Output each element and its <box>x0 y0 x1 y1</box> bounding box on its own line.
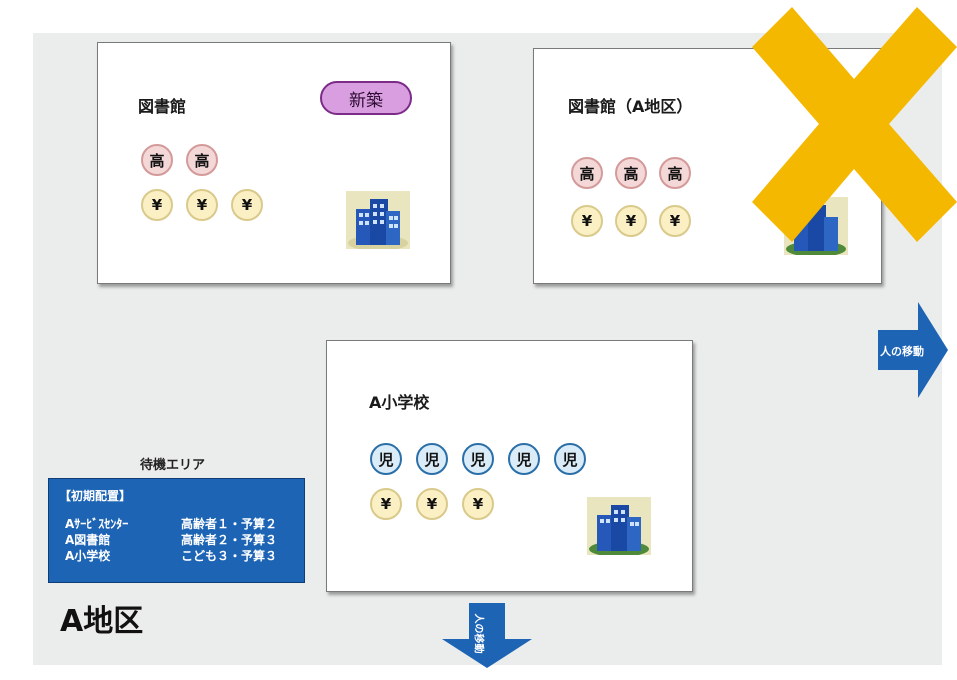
arrow-right-label: 人の移動 <box>880 345 924 358</box>
child-coin: 児 <box>462 443 494 475</box>
yen-coin: ¥ <box>571 205 603 237</box>
child-coin: 児 <box>416 443 448 475</box>
arrow-down-label: 人の移動 <box>472 613 484 654</box>
building-icon <box>346 191 410 249</box>
elder-coin: 高 <box>571 157 603 189</box>
yen-coin: ¥ <box>370 488 402 520</box>
initial-placement-heading: 【初期配置】 <box>59 489 132 503</box>
library-title: 図書館 <box>138 97 187 116</box>
placement-facility: A図書館 <box>65 533 111 547</box>
placement-facility: Aｻｰﾋﾞｽｾﾝﾀｰ <box>65 517 129 531</box>
yen-coin: ¥ <box>462 488 494 520</box>
library-a-title: 図書館（A地区） <box>568 97 693 116</box>
library-card: 図書館 新築 高 高 ¥ ¥ ¥ <box>97 42 451 284</box>
child-coin: 児 <box>554 443 586 475</box>
school-card: A小学校 児 児 児 児 児 ¥ ¥ ¥ <box>326 340 693 592</box>
new-construction-badge: 新築 <box>320 81 412 115</box>
initial-placement-box: 【初期配置】 Aｻｰﾋﾞｽｾﾝﾀｰ 高齢者１・予算２ A図書館 高齢者２・予算３… <box>48 478 305 583</box>
people-move-arrow-down <box>442 603 532 668</box>
yen-coin: ¥ <box>141 189 173 221</box>
elder-coin: 高 <box>615 157 647 189</box>
yen-coin: ¥ <box>416 488 448 520</box>
cross-mark-icon <box>752 7 957 242</box>
elder-coin: 高 <box>659 157 691 189</box>
yen-coin: ¥ <box>231 189 263 221</box>
elder-coin: 高 <box>186 144 218 176</box>
waiting-area-label: 待機エリア <box>140 458 206 473</box>
yen-coin: ¥ <box>615 205 647 237</box>
placement-allocation: 高齢者１・予算２ <box>181 517 278 531</box>
people-move-arrow-right <box>878 302 948 398</box>
school-title: A小学校 <box>369 393 430 412</box>
child-coin: 児 <box>370 443 402 475</box>
elder-coin: 高 <box>141 144 173 176</box>
yen-coin: ¥ <box>186 189 218 221</box>
district-label: A地区 <box>60 604 144 639</box>
building-icon <box>587 497 651 555</box>
placement-allocation: こども３・予算３ <box>181 549 278 563</box>
placement-allocation: 高齢者２・予算３ <box>181 533 278 547</box>
yen-coin: ¥ <box>659 205 691 237</box>
child-coin: 児 <box>508 443 540 475</box>
placement-facility: A小学校 <box>65 549 111 563</box>
